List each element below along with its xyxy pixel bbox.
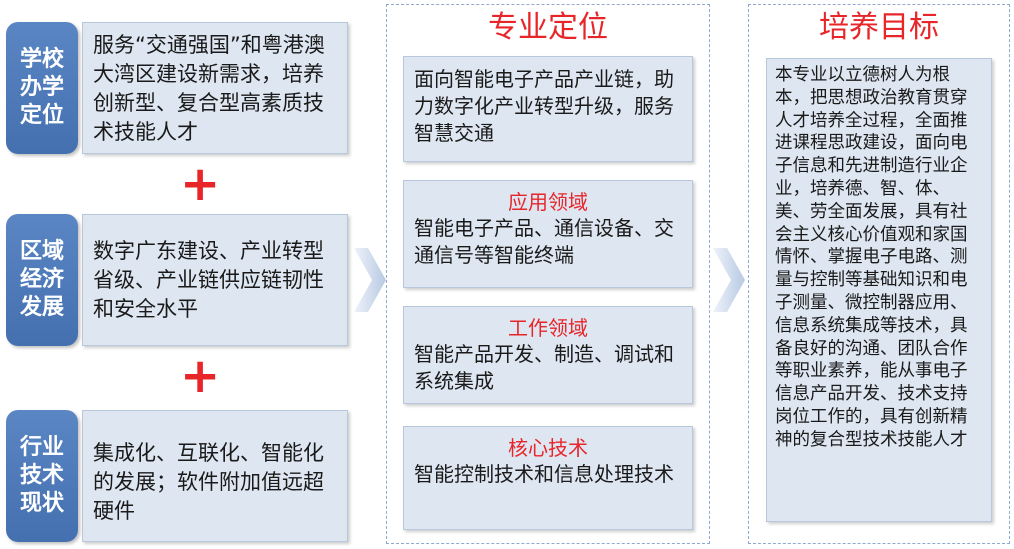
card-core-text: 智能控制技术和信息处理技术	[414, 462, 674, 486]
label-regional-economy-text: 区域 经济 发展	[19, 239, 64, 320]
plus-icon-1: +	[180, 156, 221, 212]
goal-description: 本专业以立德树人为根本，把思想政治教育贯穿人才培养全过程，全面推进课程思政建设，…	[766, 58, 992, 522]
desc-industry-tech-text: 集成化、互联化、智能化的发展；软件附加值远超硬件	[93, 441, 324, 523]
card-core-technology: 核心技术 智能控制技术和信息处理技术	[403, 426, 693, 530]
desc-regional-economy-text: 数字广东建设、产业转型省级、产业链供应链韧性和安全水平	[93, 239, 324, 321]
card-work-field: 工作领域 智能产品开发、制造、调试和系统集成	[403, 306, 693, 404]
desc-regional-economy: 数字广东建设、产业转型省级、产业链供应链韧性和安全水平	[82, 214, 348, 346]
goal-description-text: 本专业以立德树人为根本，把思想政治教育贯穿人才培养全过程，全面推进课程思政建设，…	[775, 65, 968, 450]
desc-school-positioning: 服务“交通强国”和粤港澳大湾区建设新需求，培养创新型、复合型高素质技术技能人才	[82, 22, 348, 154]
panel-training-goal	[748, 4, 1010, 544]
desc-school-positioning-text: 服务“交通强国”和粤港澳大湾区建设新需求，培养创新型、复合型高素质技术技能人才	[93, 33, 325, 144]
label-industry-tech: 行业 技术 现状	[6, 410, 78, 542]
panel-professional-positioning	[386, 4, 710, 544]
desc-industry-tech: 集成化、互联化、智能化的发展；软件附加值远超硬件	[82, 410, 348, 542]
card-intro: 面向智能电子产品产业链，助力数字化产业转型升级，服务智慧交通	[403, 56, 693, 162]
arrow-right-icon-2	[713, 248, 745, 312]
label-school-positioning: 学校 办学 定位	[6, 22, 78, 154]
card-application-field: 应用领域 智能电子产品、通信设备、交通信号等智能终端	[403, 180, 693, 288]
panel-title-goal: 培养目标	[819, 10, 939, 45]
label-school-positioning-text: 学校 办学 定位	[19, 47, 64, 128]
card-work-heading: 工作领域	[508, 316, 588, 340]
card-application-heading: 应用领域	[508, 190, 588, 214]
arrow-right-icon-1	[354, 248, 386, 312]
panel-title-positioning: 专业定位	[488, 10, 608, 45]
label-industry-tech-text: 行业 技术 现状	[19, 435, 64, 516]
card-work-text: 智能产品开发、制造、调试和系统集成	[414, 342, 674, 393]
label-regional-economy: 区域 经济 发展	[6, 214, 78, 346]
card-intro-text: 面向智能电子产品产业链，助力数字化产业转型升级，服务智慧交通	[414, 67, 674, 145]
card-application-text: 智能电子产品、通信设备、交通信号等智能终端	[414, 216, 674, 267]
plus-icon-2: +	[180, 348, 221, 404]
card-core-heading: 核心技术	[508, 436, 588, 460]
